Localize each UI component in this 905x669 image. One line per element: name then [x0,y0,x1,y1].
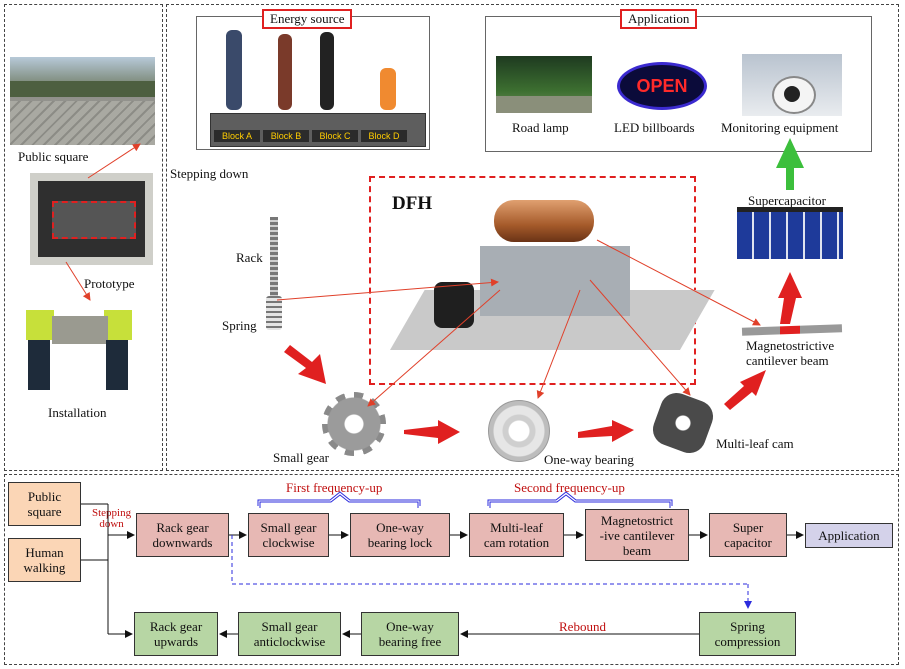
flow-application: Application [805,523,893,548]
top-main-frame [166,4,899,471]
spring-label: Spring [222,318,257,333]
installation-photo [20,296,140,396]
dfh-frame-body [480,246,630,316]
dfh-title: DFH [392,193,433,214]
magnetostrictive-label-1: Magnetostrictive [746,338,835,353]
supercapacitor-bank-icon [737,207,843,259]
supercapacitor-label: Supercapacitor [748,193,826,208]
monitoring-camera-photo [742,54,842,116]
magnetostrictive-label-2: cantilever beam [746,353,829,368]
application-title: Application [620,9,698,29]
rebound-label: Rebound [559,619,606,634]
rack-label: Rack [236,250,263,265]
walking-people-illustration [212,22,412,114]
left-panel-frame [4,4,163,471]
led-billboards-label: LED billboards [614,120,695,135]
bottom-flow-frame [4,474,899,665]
block-a: Block A [214,130,260,142]
road-lamp-label: Road lamp [512,120,569,135]
dfh-copper-coil [494,200,594,242]
installation-label: Installation [48,405,107,420]
second-frequency-up-label: Second frequency-up [514,480,625,495]
multi-leaf-cam-label: Multi-leaf cam [716,436,794,451]
spring-icon [266,296,282,330]
dfh-frame [369,176,696,385]
one-way-bearing-icon [488,400,550,462]
small-gear-label: Small gear [273,450,329,465]
monitoring-equipment-label: Monitoring equipment [721,120,839,135]
rack-icon [270,217,278,303]
public-square-label: Public square [18,149,89,164]
stepping-down-label: Stepping down [170,166,249,181]
block-c: Block C [312,130,358,142]
open-sign-text: OPEN [636,75,688,96]
energy-source-title: Energy source [262,9,353,29]
one-way-bearing-label: One-way bearing [544,452,634,467]
public-square-photo [10,57,155,145]
prototype-label: Prototype [84,276,135,291]
led-billboard-image: OPEN [617,62,707,110]
prototype-photo [30,173,153,265]
block-d: Block D [361,130,407,142]
first-frequency-up-label: First frequency-up [286,480,383,495]
dfh-motor [434,282,474,328]
block-b: Block B [263,130,309,142]
road-lamp-photo [496,56,592,113]
